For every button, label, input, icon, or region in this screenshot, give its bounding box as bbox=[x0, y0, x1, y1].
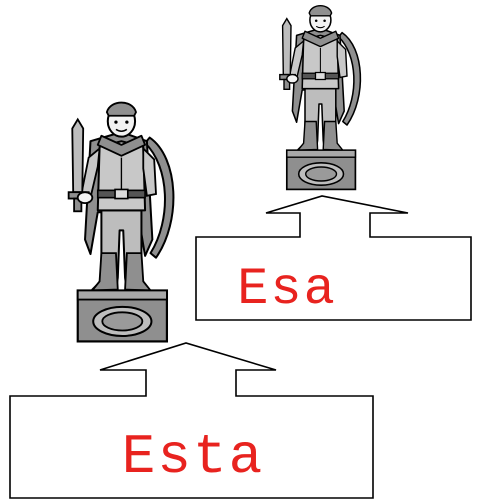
near-statue-icon bbox=[69, 103, 174, 342]
far-label: Esa bbox=[237, 260, 337, 319]
far-statue-icon bbox=[280, 6, 361, 190]
near-callout: Esta bbox=[10, 343, 373, 498]
far-callout: Esa bbox=[196, 196, 471, 320]
near-label: Esta bbox=[122, 425, 264, 489]
